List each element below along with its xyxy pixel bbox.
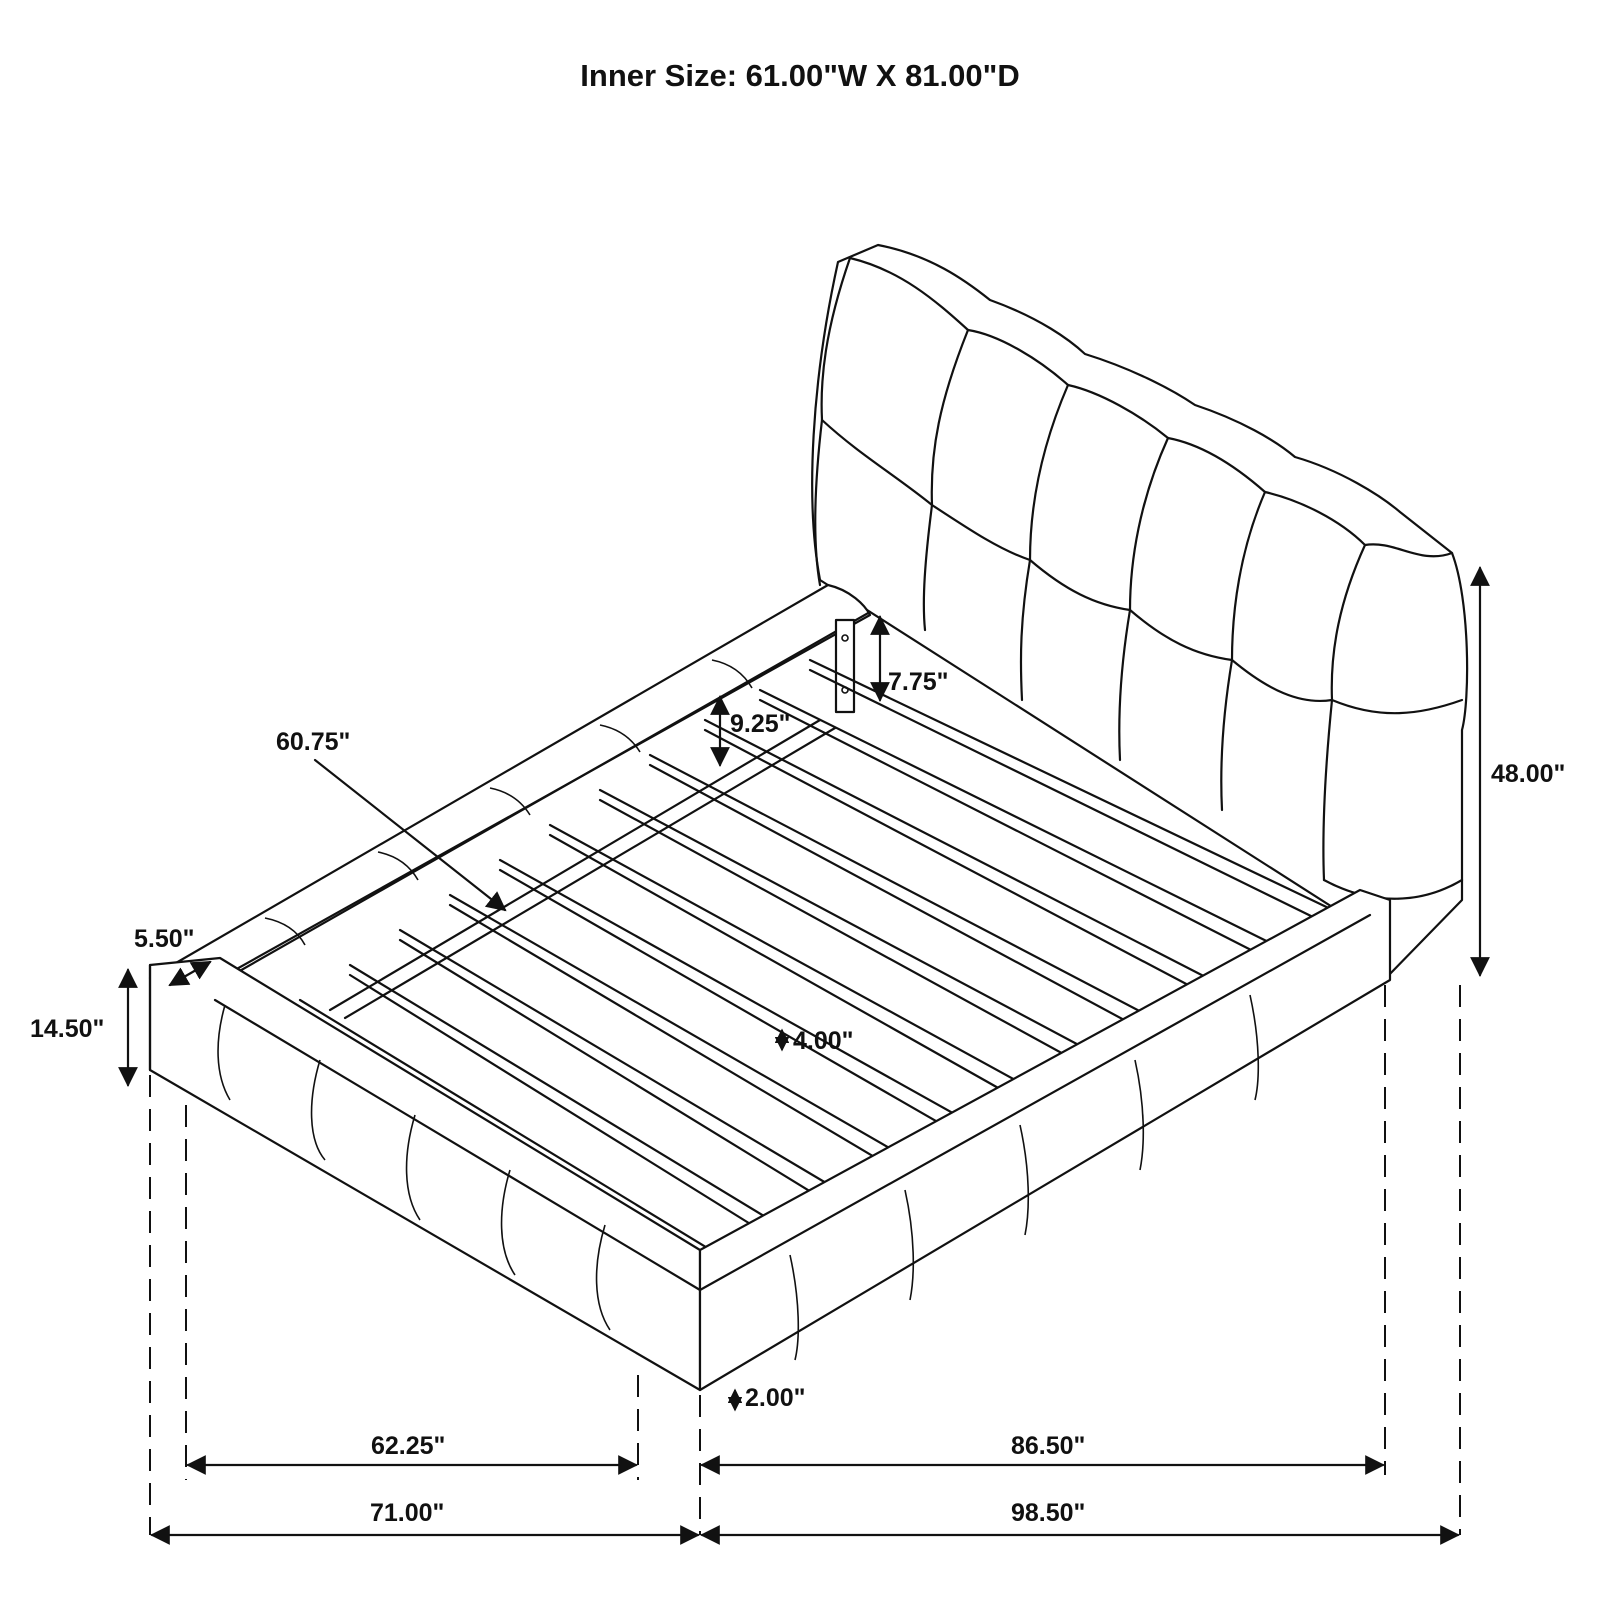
headboard bbox=[811, 243, 1469, 982]
floor-clearance-label: 2.00" bbox=[745, 1384, 806, 1412]
slat-support-label: 4.00" bbox=[793, 1027, 854, 1055]
foot-rail bbox=[698, 888, 1392, 1392]
overall-length-label: 98.50" bbox=[1011, 1499, 1086, 1527]
bracket-height-label: 7.75" bbox=[888, 668, 949, 696]
inner-leg-length-label: 86.50" bbox=[1011, 1432, 1086, 1460]
slats bbox=[298, 658, 1387, 1292]
inner-size-title: Inner Size: 61.00"W X 81.00"D bbox=[580, 58, 1020, 93]
rail-height-label: 14.50" bbox=[30, 1015, 105, 1043]
rail-to-slat-label: 9.25" bbox=[730, 710, 791, 738]
rail-top-width-label: 5.50" bbox=[134, 925, 195, 953]
inner-leg-width-label: 62.25" bbox=[371, 1432, 446, 1460]
far-side-rail bbox=[148, 583, 872, 987]
slat-length-label: 60.75" bbox=[276, 728, 351, 756]
headboard-height-label: 48.00" bbox=[1491, 760, 1566, 788]
overall-width-label: 71.00" bbox=[370, 1499, 445, 1527]
dimension-lines bbox=[118, 566, 1490, 1545]
